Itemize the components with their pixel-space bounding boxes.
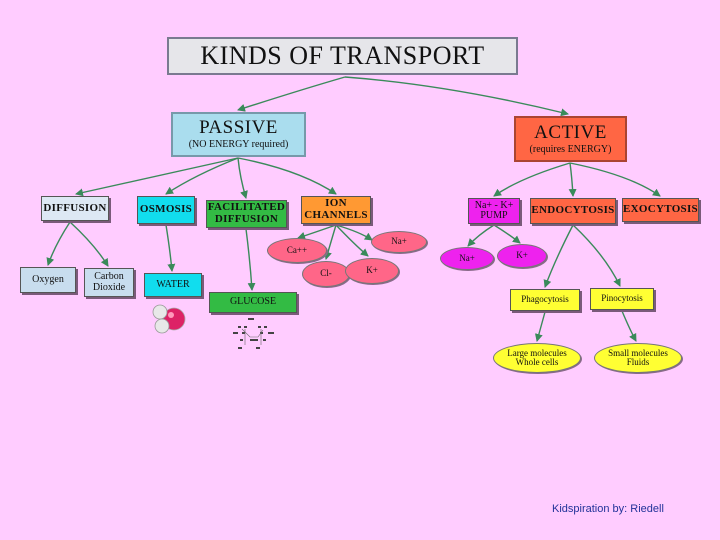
link-passive-osmosis <box>165 157 239 195</box>
facilitated-line-1: FACILITATED <box>207 201 286 214</box>
link-phago-large <box>534 311 546 342</box>
credit-text: Kidspiration by: Riedell <box>552 503 664 515</box>
link-title-active <box>344 76 569 117</box>
link-pino-small <box>621 310 637 342</box>
phagocytosis-box: Phagocytosis <box>510 289 580 311</box>
water-molecule-icon <box>152 304 186 334</box>
link-active-endo <box>568 162 577 197</box>
osmosis-box: OSMOSIS <box>137 196 195 224</box>
sodium-ion-ellipse: Na+ <box>371 231 427 253</box>
ion-channels-box: ION CHANNELS <box>301 196 371 224</box>
page-title-text: KINDS OF TRANSPORT <box>200 41 485 71</box>
chloride-ion-ellipse: Cl- <box>302 261 350 287</box>
diffusion-label: DIFFUSION <box>43 201 107 214</box>
facilitated-diffusion-box: FACILITATED DIFFUSION <box>206 200 287 228</box>
pump-k-label: K+ <box>516 250 528 261</box>
active-box: ACTIVE (requires ENERGY) <box>514 116 627 162</box>
link-passive-diffusion <box>75 157 239 197</box>
active-label: ACTIVE <box>534 121 607 143</box>
pump-line-1: Na+ - K+ <box>474 199 514 211</box>
k-label: K+ <box>366 265 378 276</box>
link-endo-phago <box>543 224 574 288</box>
pump-na-label: Na+ <box>459 252 475 263</box>
link-ion-k <box>335 224 369 257</box>
exocytosis-box: EXOCYTOSIS <box>622 198 699 222</box>
co2-line-1: Carbon <box>94 271 124 282</box>
phagocytosis-label: Phagocytosis <box>521 294 569 305</box>
ca-label: Ca++ <box>286 244 308 255</box>
co2-line-2: Dioxide <box>92 281 126 293</box>
link-passive-ion <box>237 157 337 195</box>
water-label: WATER <box>156 278 190 290</box>
small-line-1: Small molecules <box>608 347 668 358</box>
calcium-ion-ellipse: Ca++ <box>267 238 327 263</box>
cl-label: Cl- <box>320 268 332 279</box>
passive-sub: (NO ENERGY required) <box>188 139 289 151</box>
pinocytosis-label: Pinocytosis <box>601 293 643 304</box>
link-diffusion-co2 <box>69 221 109 267</box>
glucose-box: GLUCOSE <box>209 292 297 313</box>
pump-sodium-ellipse: Na+ <box>440 247 494 270</box>
passive-box: PASSIVE (NO ENERGY required) <box>171 112 306 157</box>
link-ion-cl <box>324 224 337 260</box>
ion-line-1: ION <box>325 197 347 210</box>
small-molecules-ellipse: Small molecules Fluids <box>594 343 682 373</box>
pinocytosis-box: Pinocytosis <box>590 288 654 310</box>
link-ion-ca <box>297 224 337 240</box>
osmosis-label: OSMOSIS <box>139 203 193 216</box>
endocytosis-box: ENDOCYTOSIS <box>530 198 616 224</box>
na-label: Na+ <box>391 236 407 247</box>
oxygen-label: Oxygen <box>32 273 64 285</box>
link-active-exo <box>569 162 661 197</box>
link-osmosis-water <box>165 224 176 272</box>
diffusion-box: DIFFUSION <box>41 196 109 221</box>
link-title-passive <box>237 76 346 112</box>
page-title: KINDS OF TRANSPORT <box>167 37 518 75</box>
carbon-dioxide-box: Carbon Dioxide <box>84 268 134 297</box>
link-pump-k <box>493 224 521 244</box>
link-active-pump <box>493 162 571 197</box>
small-line-2: Fluids <box>626 357 650 367</box>
link-endo-pino <box>572 224 621 287</box>
large-line-1: Large molecules <box>507 347 567 358</box>
exocytosis-label: EXOCYTOSIS <box>623 203 698 216</box>
large-molecules-ellipse: Large molecules Whole cells <box>493 343 581 373</box>
large-line-2: Whole cells <box>515 357 559 367</box>
glucose-label: GLUCOSE <box>229 296 277 308</box>
sodium-potassium-pump-box: Na+ - K+ PUMP <box>468 198 520 224</box>
link-pump-na <box>467 224 495 247</box>
endocytosis-label: ENDOCYTOSIS <box>531 204 615 217</box>
pump-line-2: PUMP <box>480 210 508 221</box>
glucose-structure-icon <box>233 318 274 349</box>
potassium-ion-ellipse: K+ <box>345 258 399 284</box>
link-diffusion-oxygen <box>46 221 71 266</box>
active-sub: (requires ENERGY) <box>529 143 612 155</box>
facilitated-line-2: DIFFUSION <box>214 213 279 225</box>
oxygen-box: Oxygen <box>20 267 76 293</box>
pump-potassium-ellipse: K+ <box>497 244 547 268</box>
ion-line-2: CHANNELS <box>304 209 368 221</box>
passive-label: PASSIVE <box>199 117 278 139</box>
link-facilitated-glucose <box>245 228 256 291</box>
link-passive-facilitated <box>237 157 248 199</box>
link-ion-na <box>335 224 373 241</box>
water-box: WATER <box>144 273 202 297</box>
